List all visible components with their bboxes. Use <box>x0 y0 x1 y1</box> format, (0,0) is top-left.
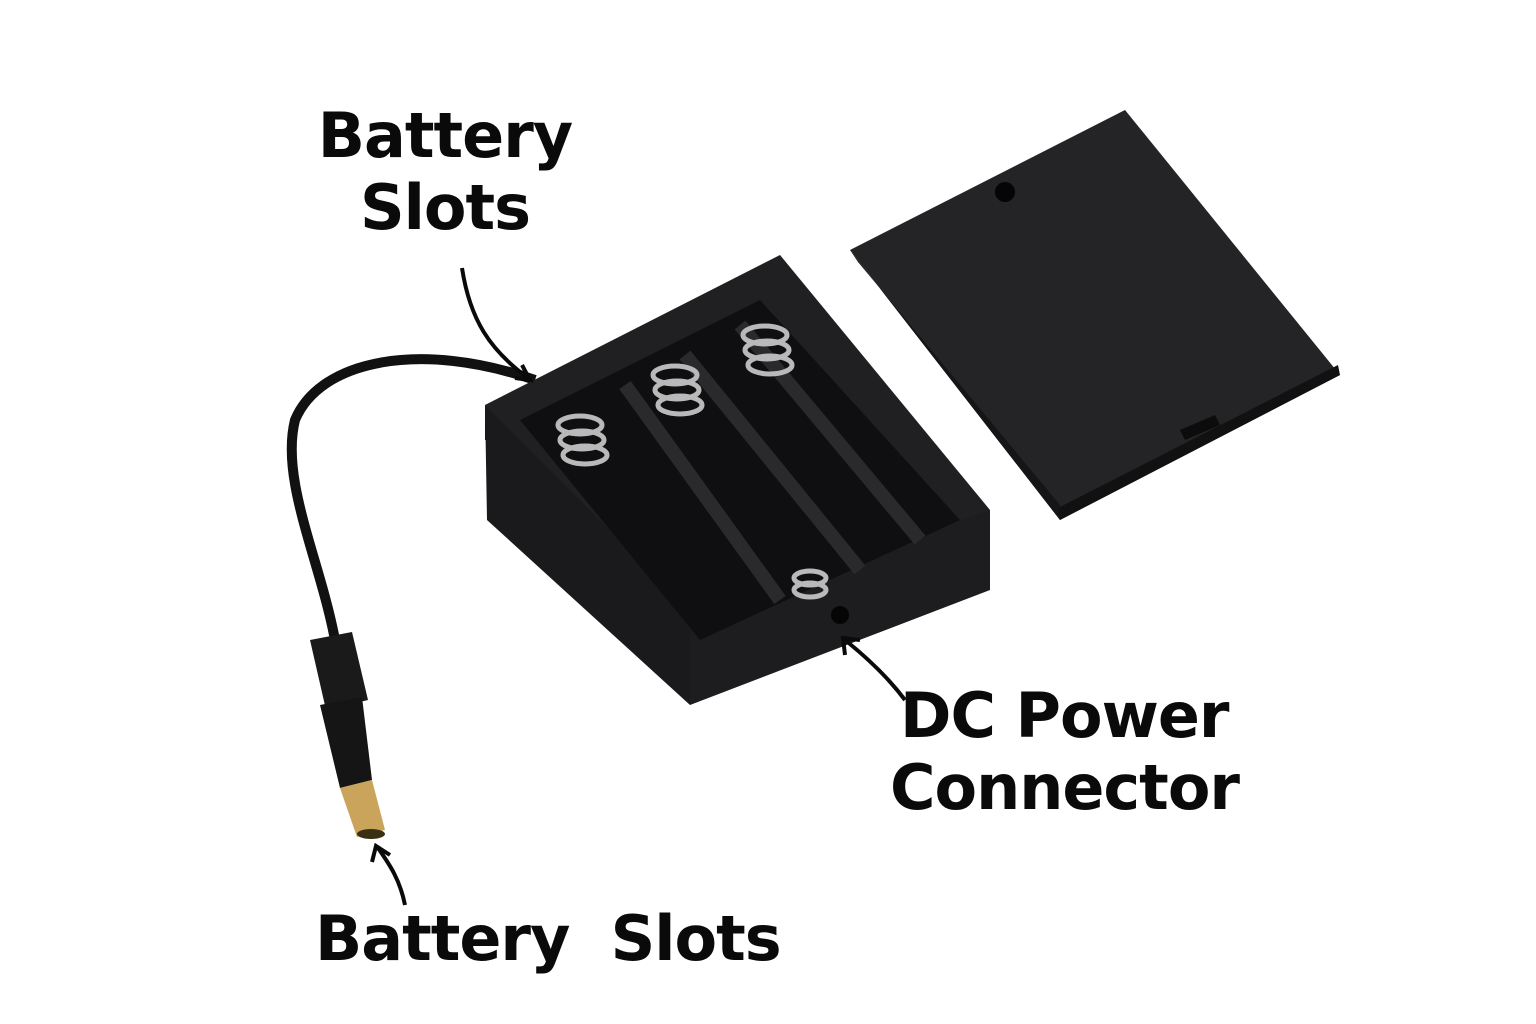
label-battery-slots-bottom: Battery Slots <box>315 902 782 975</box>
cable <box>286 354 537 641</box>
label-dc-power-connector: DC Power Connector <box>890 679 1240 824</box>
label-line: Connector <box>890 751 1240 824</box>
label-line: Slots <box>359 171 531 244</box>
dc-jack-hole <box>831 606 849 624</box>
battery-lid <box>850 110 1340 520</box>
label-battery-slots-top: Battery Slots <box>315 100 575 244</box>
lid-hole <box>995 182 1015 202</box>
arrow-battery-slots-top <box>460 267 530 380</box>
label-line: Battery <box>317 99 573 172</box>
arrow-battery-slots-bottom <box>376 846 407 906</box>
label-line: Battery Slots <box>315 902 782 975</box>
arrow-dc-connector <box>843 638 907 702</box>
label-line: DC Power <box>900 679 1229 752</box>
arrows <box>370 267 907 906</box>
dc-plug <box>310 632 385 839</box>
springs <box>555 323 829 600</box>
battery-holder <box>485 255 990 705</box>
